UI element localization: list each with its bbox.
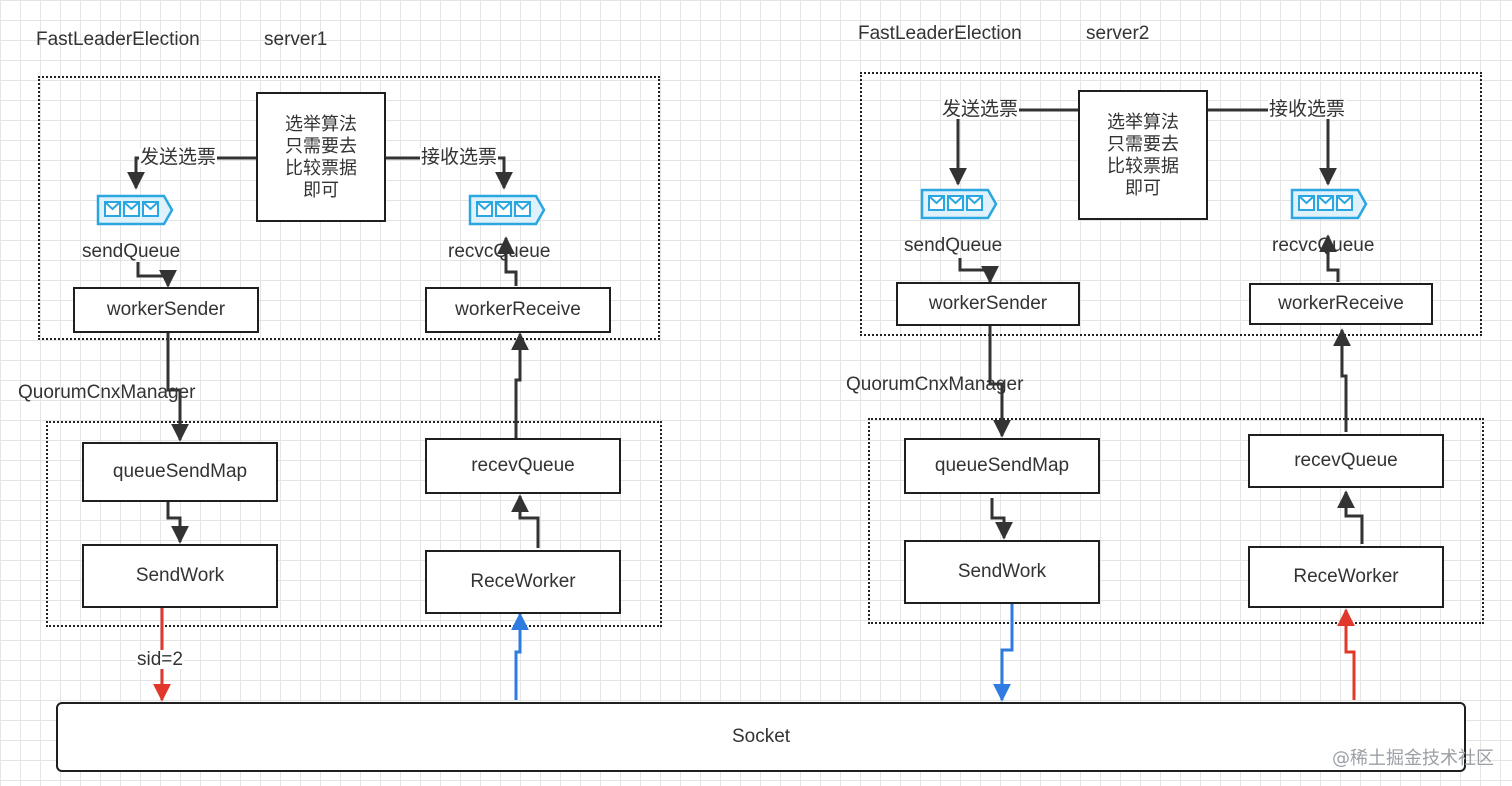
s1-send-work-label: SendWork: [135, 565, 225, 586]
s1-send-work[interactable]: SendWork: [82, 544, 278, 608]
server2-fle-group: [860, 72, 1482, 336]
socket-bar[interactable]: Socket: [56, 702, 1466, 772]
s2-worker-receive[interactable]: workerReceive: [1249, 283, 1433, 325]
watermark: @稀土掘金技术社区: [1332, 748, 1494, 769]
s2-note-to-recv: [1208, 108, 1337, 186]
s2-worker-sender[interactable]: workerSender: [896, 282, 1080, 326]
s2-server-label: server2: [1086, 23, 1150, 44]
message-queue-icon: [1290, 188, 1368, 220]
s1-receive-to-recvqueue: [497, 236, 518, 286]
s1-map-to-sendwork: [166, 502, 189, 544]
s1-receworker-to-recev: [511, 494, 540, 548]
s2-receive-votes-label: 接收选票: [1268, 99, 1347, 120]
s2-send-work-label: SendWork: [957, 561, 1047, 582]
s2-note-to-send: [949, 108, 1078, 186]
s1-rece-worker[interactable]: ReceWorker: [425, 550, 621, 614]
server2-cnx-group: [868, 418, 1484, 624]
s2-recev-queue[interactable]: recevQueue: [1248, 434, 1444, 488]
s2-worker-sender-label: workerSender: [928, 293, 1048, 314]
s1-socket-to-receworker-blue: [511, 612, 529, 700]
s2-send-work[interactable]: SendWork: [904, 540, 1100, 604]
s1-algorithm-note: 选举算法 只需要去 比较票据 即可: [256, 92, 386, 222]
s2-worker-receive-label: workerReceive: [1278, 293, 1404, 314]
s1-worker-sender-label: workerSender: [106, 299, 226, 320]
s2-module-label: FastLeaderElection: [858, 23, 1022, 44]
s2-rece-worker[interactable]: ReceWorker: [1248, 546, 1444, 608]
s1-recv-queue-label: recvcQueue: [448, 241, 551, 262]
s2-recev-to-receive: [1333, 328, 1351, 432]
s2-socket-to-receworker-red: [1337, 608, 1356, 700]
server1-fle-group: [38, 76, 660, 340]
server1-cnx-group: [46, 421, 662, 627]
s1-sender-to-map: [166, 332, 189, 442]
s1-algorithm-note-text: 选举算法 只需要去 比较票据 即可: [285, 114, 357, 200]
s1-sid-label: sid=2: [136, 649, 184, 670]
s2-queue-send-map-label: queueSendMap: [934, 455, 1070, 476]
s2-send-queue-label: sendQueue: [904, 235, 1003, 256]
s1-worker-sender[interactable]: workerSender: [73, 287, 259, 333]
s1-send-votes-label: 发送选票: [139, 147, 218, 168]
s1-cnx-label: QuorumCnxManager: [18, 382, 196, 403]
s1-server-label: server1: [264, 29, 328, 50]
s1-queue-send-map[interactable]: queueSendMap: [82, 442, 278, 502]
s1-worker-receive-label: workerReceive: [455, 299, 581, 320]
s2-sender-to-map: [988, 326, 1011, 438]
s1-module-label: FastLeaderElection: [36, 29, 200, 50]
s2-receive-to-recvqueue: [1319, 234, 1340, 282]
s1-recev-queue[interactable]: recevQueue: [425, 438, 621, 494]
s2-sendqueue-to-sender: [958, 258, 999, 284]
s1-sendqueue-to-sender: [136, 262, 177, 288]
s2-map-to-sendwork: [990, 498, 1013, 540]
s2-algorithm-note-text: 选举算法 只需要去 比较票据 即可: [1107, 112, 1179, 198]
s1-send-queue-label: sendQueue: [82, 241, 181, 262]
s1-recev-queue-label: recevQueue: [471, 455, 575, 476]
s2-queue-send-map[interactable]: queueSendMap: [904, 438, 1100, 494]
s2-send-votes-label: 发送选票: [941, 99, 1020, 120]
s1-queue-send-map-label: queueSendMap: [112, 461, 248, 482]
s1-receive-votes-label: 接收选票: [420, 147, 499, 168]
s2-cnx-label: QuorumCnxManager: [846, 374, 1024, 395]
message-queue-icon: [468, 194, 546, 226]
s1-rece-worker-label: ReceWorker: [470, 571, 576, 592]
s1-recev-to-receive: [511, 332, 529, 440]
socket-label: Socket: [731, 726, 791, 747]
s2-sendwork-to-socket-blue: [993, 604, 1014, 702]
message-queue-icon: [920, 188, 998, 220]
s2-rece-worker-label: ReceWorker: [1293, 566, 1399, 587]
s2-algorithm-note: 选举算法 只需要去 比较票据 即可: [1078, 90, 1208, 220]
message-queue-icon: [96, 194, 174, 226]
s1-worker-receive[interactable]: workerReceive: [425, 287, 611, 333]
s2-receworker-to-recev: [1337, 490, 1364, 544]
s2-recev-queue-label: recevQueue: [1294, 450, 1398, 471]
s2-recv-queue-label: recvcQueue: [1272, 235, 1375, 256]
